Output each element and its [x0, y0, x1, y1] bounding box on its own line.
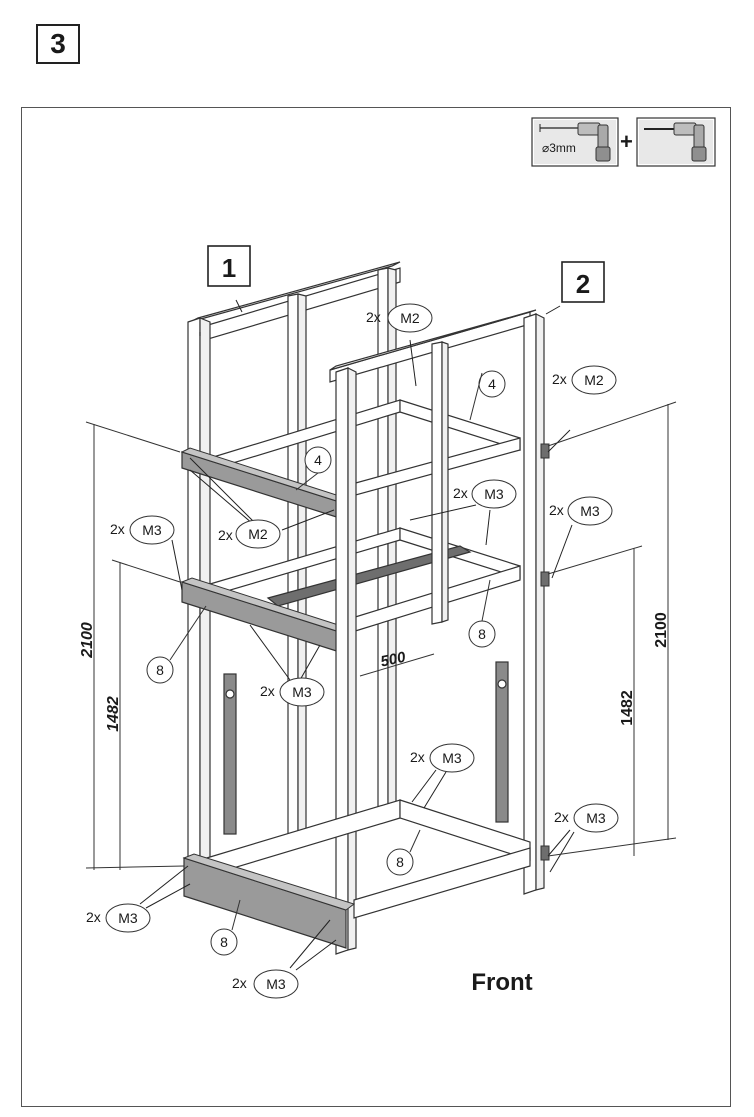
- m3-left: M3: [142, 522, 162, 538]
- panel-2-box: [561, 261, 605, 303]
- qty-m2-left: 2x: [218, 527, 233, 543]
- qty-m3-center: 2x: [453, 485, 468, 501]
- dimension-labels: 2100 1482 2100 1482 500: [79, 612, 670, 732]
- screwdriver-drill-icon: [644, 122, 707, 162]
- part-4-top-right: 4: [488, 376, 496, 392]
- qty-m3-right-upper: 2x: [549, 502, 564, 518]
- panel-1-number: 1: [222, 253, 236, 283]
- dim-1482-right: 1482: [619, 690, 636, 726]
- bottom-front-inner-rail: [353, 847, 531, 919]
- panel-1-box: [207, 245, 251, 287]
- m3-center: M3: [484, 486, 504, 502]
- part-callouts: 4 4 8 8 8 8: [146, 370, 506, 956]
- step-number-box: 3: [36, 24, 80, 64]
- bottom-frame: [199, 799, 531, 919]
- qty-m3-right-lower: 2x: [554, 809, 569, 825]
- upper-bracket: [540, 443, 550, 459]
- dim-2100-left: 2100: [79, 622, 96, 659]
- middle-bracket: [540, 571, 550, 587]
- step-number: 3: [50, 28, 66, 59]
- front-left-post: [335, 367, 349, 955]
- part-8-middle-right: 8: [478, 626, 486, 642]
- m3-middle: M3: [292, 684, 312, 700]
- right-ladder-rail: [495, 661, 509, 823]
- dim-2100-right: 2100: [653, 612, 670, 648]
- m3-bottom-left: M3: [118, 910, 138, 926]
- m2-top: M2: [400, 310, 420, 326]
- middle-crossbar: [266, 545, 472, 607]
- ladder-rails: [223, 661, 509, 835]
- plus-sign: +: [620, 129, 633, 154]
- lower-bracket: [540, 845, 550, 861]
- part-4-upper-beam: 4: [314, 452, 322, 468]
- m2-left: M2: [248, 526, 268, 542]
- bottom-beam-8: [183, 857, 347, 949]
- dim-line-500: [359, 653, 435, 677]
- qty-m3-bottom-front: 2x: [232, 975, 247, 991]
- m2-right: M2: [584, 372, 604, 388]
- front-right-post: [523, 313, 537, 895]
- left-ladder-rail: [223, 673, 237, 835]
- m3-inner-bottom: M3: [442, 750, 462, 766]
- drill-icon: [539, 122, 611, 162]
- qty-m2-right: 2x: [552, 371, 567, 387]
- part-8-bottom-inner: 8: [396, 854, 404, 870]
- part-8-bottom-front: 8: [220, 934, 228, 950]
- instruction-frame: [21, 107, 731, 1107]
- m3-right-lower: M3: [586, 810, 606, 826]
- front-frame-panel-2: [329, 309, 545, 955]
- qty-m3-middle: 2x: [260, 683, 275, 699]
- dim-500: 500: [379, 649, 408, 671]
- m3-right-upper: M3: [580, 503, 600, 519]
- qty-m3-left: 2x: [110, 521, 125, 537]
- screw-leader-lines: [139, 299, 575, 971]
- panel-2-number: 2: [576, 269, 590, 299]
- m3-bottom-front: M3: [266, 976, 286, 992]
- front-inner-post: [431, 341, 443, 625]
- drill-bit-label: ⌀3mm: [542, 141, 576, 155]
- dim-1482-left: 1482: [105, 696, 122, 732]
- qty-m2-top: 2x: [366, 309, 381, 325]
- qty-m3-bottom-left: 2x: [86, 909, 101, 925]
- hardware-callouts: 2x M2 2x M2 2x M2 2x M3 2x M3 2x M3 2x M…: [86, 303, 619, 999]
- dimension-lines: [85, 401, 677, 870]
- qty-m3-inner-bottom: 2x: [410, 749, 425, 765]
- front-label: Front: [471, 969, 532, 996]
- tool-icons: ⌀3mm +: [531, 117, 716, 167]
- part-8-middle-left: 8: [156, 662, 164, 678]
